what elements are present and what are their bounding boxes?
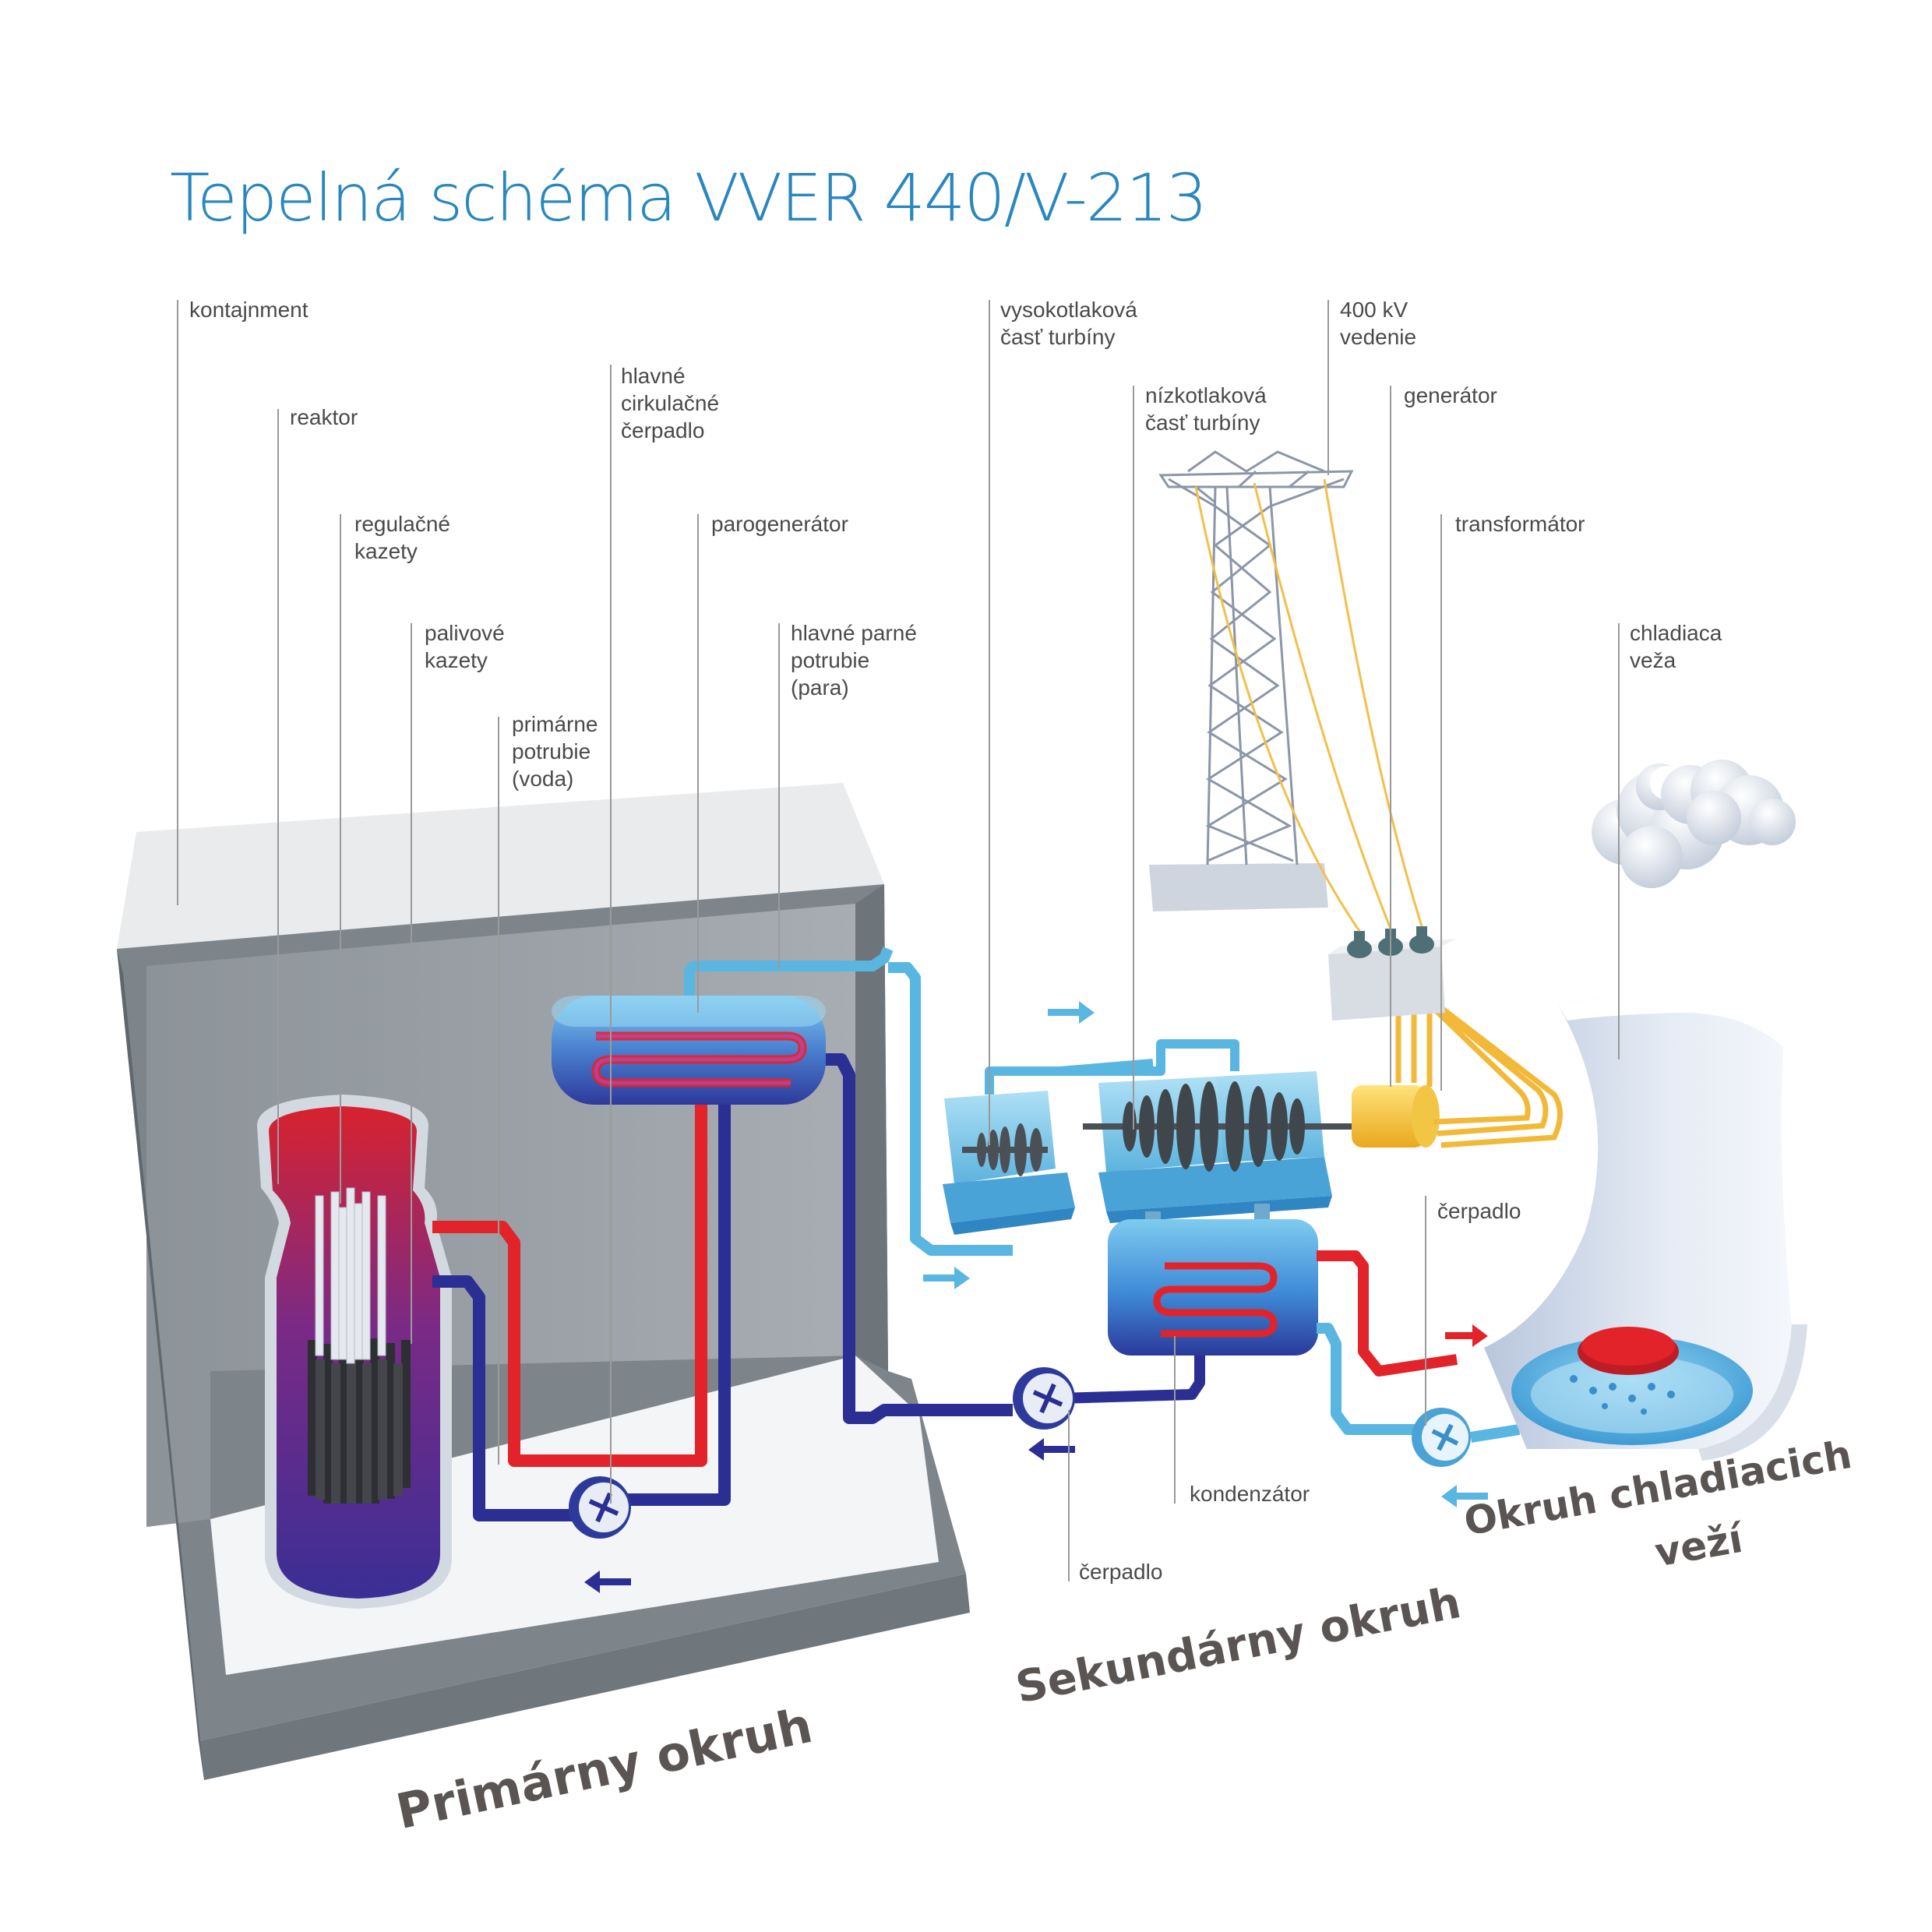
condenser — [1059, 1219, 1458, 1435]
label-line: časť turbíny — [1000, 325, 1116, 349]
hp-turbine — [943, 1091, 1075, 1235]
label-line: kazety — [425, 648, 488, 672]
label-line: čerpadlo — [1079, 1560, 1163, 1584]
control-rods — [315, 1187, 386, 1364]
label-regulacne-kazety: regulačné kazety — [354, 510, 450, 565]
label-line: veža — [1630, 648, 1676, 672]
fuel-assemblies — [308, 1338, 411, 1504]
label-kontajnment: kontajnment — [189, 296, 308, 323]
label-line: vedenie — [1340, 325, 1417, 349]
containment — [117, 783, 970, 1780]
arrow-steam-left — [923, 1267, 970, 1289]
label-line: palivové — [425, 621, 505, 645]
label-400kv-vedenie: 400 kV vedenie — [1340, 296, 1416, 351]
label-line: regulačné — [354, 512, 450, 536]
label-line: primárne — [512, 712, 598, 736]
label-kondenzator: kondenzátor — [1190, 1480, 1310, 1507]
label-line: hlavné — [621, 364, 686, 388]
label-line: kontajnment — [189, 298, 308, 322]
label-line: kondenzátor — [1190, 1482, 1310, 1506]
label-cerpadlo-veza: čerpadlo — [1437, 1197, 1521, 1225]
label-reaktor: reaktor — [290, 404, 358, 431]
diagram-title: Tepelná schéma VVER 440/V-213 — [170, 160, 1208, 236]
label-line: (para) — [791, 675, 849, 700]
pump-secondary — [1013, 1367, 1075, 1430]
label-line: parogenerátor — [711, 512, 848, 536]
arrow-primary-return — [584, 1571, 631, 1593]
label-line: čerpadlo — [1437, 1199, 1521, 1223]
label-line: transformátor — [1455, 512, 1585, 536]
arrow-steam-top — [1048, 1001, 1095, 1024]
pump-primary — [569, 1476, 631, 1539]
label-line: 400 kV — [1340, 298, 1408, 322]
label-hlavne-parne-potrubie: hlavné parné potrubie (para) — [791, 619, 917, 701]
transmission-pylon — [1149, 450, 1354, 911]
label-palivove-kazety: palivové kazety — [425, 619, 505, 674]
steam-generator — [552, 947, 894, 1105]
transformer — [1328, 926, 1457, 1021]
arrow-cooling-hot — [1445, 1324, 1488, 1347]
pylon-cables — [1194, 478, 1423, 932]
label-line: generátor — [1404, 383, 1497, 407]
lp-turbine — [1083, 1071, 1383, 1235]
arrow-secondary-return — [1028, 1438, 1075, 1461]
primary-piping — [432, 1044, 1013, 1521]
cooling-tower — [1484, 993, 1807, 1461]
leader-lines — [177, 300, 1620, 1581]
label-line: cirkulačné — [621, 391, 720, 415]
label-hlavne-cirkulacne-cerpadlo: hlavné cirkulačné čerpadlo — [621, 362, 719, 444]
label-transformator: transformátor — [1455, 510, 1585, 538]
label-line: chladiaca — [1630, 621, 1722, 645]
label-chladiaca-veza: chladiaca veža — [1630, 619, 1722, 674]
label-nizkotlakova: nízkotlaková časť turbíny — [1145, 382, 1267, 436]
label-parogenerator: parogenerátor — [711, 510, 848, 538]
label-vysokotlakova: vysokotlaková časť turbíny — [1000, 296, 1137, 351]
arrow-cooling-return — [1441, 1485, 1488, 1507]
generator — [1352, 1085, 1440, 1148]
label-line: (voda) — [512, 767, 574, 791]
label-line: reaktor — [290, 405, 358, 429]
label-line: časť turbíny — [1145, 411, 1260, 435]
pump-cooling — [1412, 1408, 1521, 1467]
upper-cloud — [1661, 760, 1796, 845]
label-line: nízkotlaková — [1145, 383, 1267, 407]
label-cerpadlo-sekundar: čerpadlo — [1079, 1558, 1162, 1585]
reactor-vessel — [257, 1095, 452, 1609]
label-line: potrubie — [791, 648, 870, 672]
label-line: čerpadlo — [621, 418, 705, 442]
label-line: vysokotlaková — [1000, 298, 1137, 322]
flow-arrows — [584, 1001, 1488, 1593]
label-generator: generátor — [1404, 382, 1497, 409]
label-line: potrubie — [512, 739, 591, 763]
label-primarne-potrubie: primárne potrubie (voda) — [512, 710, 598, 792]
label-line: hlavné parné — [791, 621, 917, 645]
label-line: kazety — [354, 539, 418, 563]
